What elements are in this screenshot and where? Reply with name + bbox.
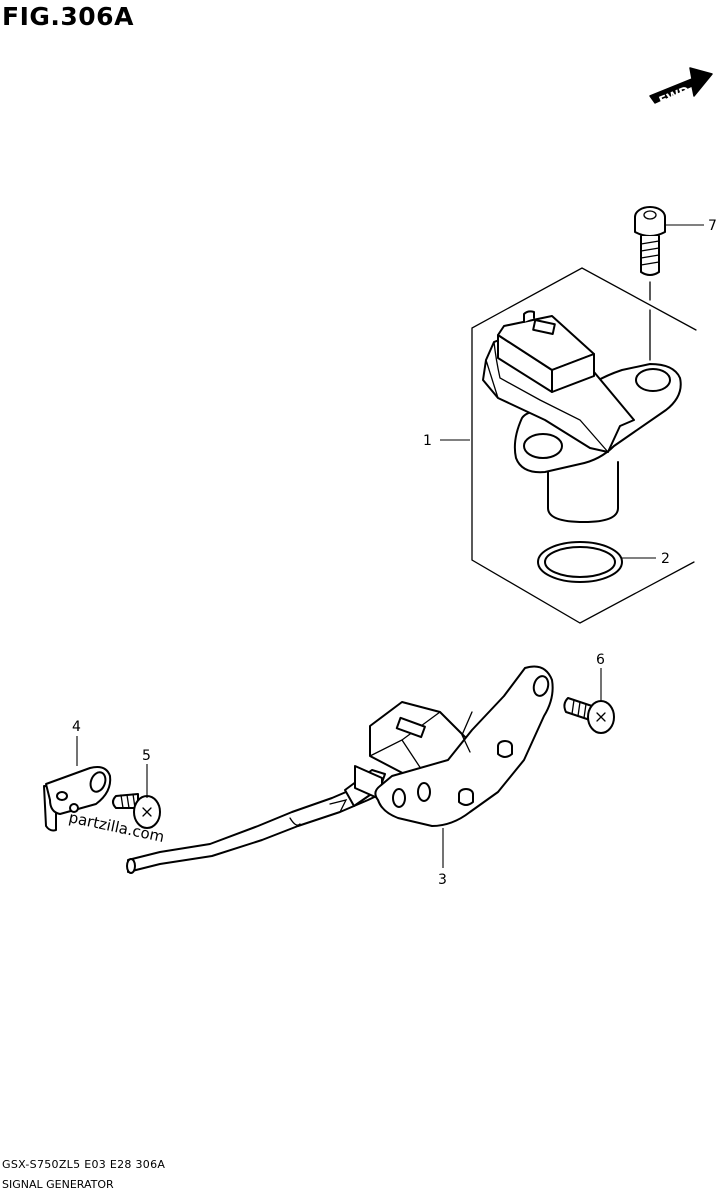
callout-1: 1 [423,433,432,449]
callout-4: 4 [72,719,81,735]
screw-6[interactable] [563,697,615,734]
wire-clamp-4[interactable] [43,766,112,832]
screw-5[interactable] [112,793,161,829]
bolt-7[interactable] [634,206,666,276]
assembly-frame [471,267,697,624]
callout-7: 7 [708,218,717,234]
callout-6: 6 [596,652,605,668]
fwd-arrow-icon: FWD [649,67,713,108]
callout-2: 2 [661,551,670,567]
callout-3: 3 [438,872,447,888]
signal-generator-sensor-1[interactable] [482,310,682,523]
footer-section-name: SIGNAL GENERATOR [2,1178,114,1191]
o-ring-2[interactable] [537,541,623,583]
pickup-sensor-3[interactable] [126,665,554,874]
footer-model-code: GSX-S750ZL5 E03 E28 306A [2,1158,166,1171]
callout-5: 5 [142,748,151,764]
figure-title: FIG.306A [2,2,134,31]
